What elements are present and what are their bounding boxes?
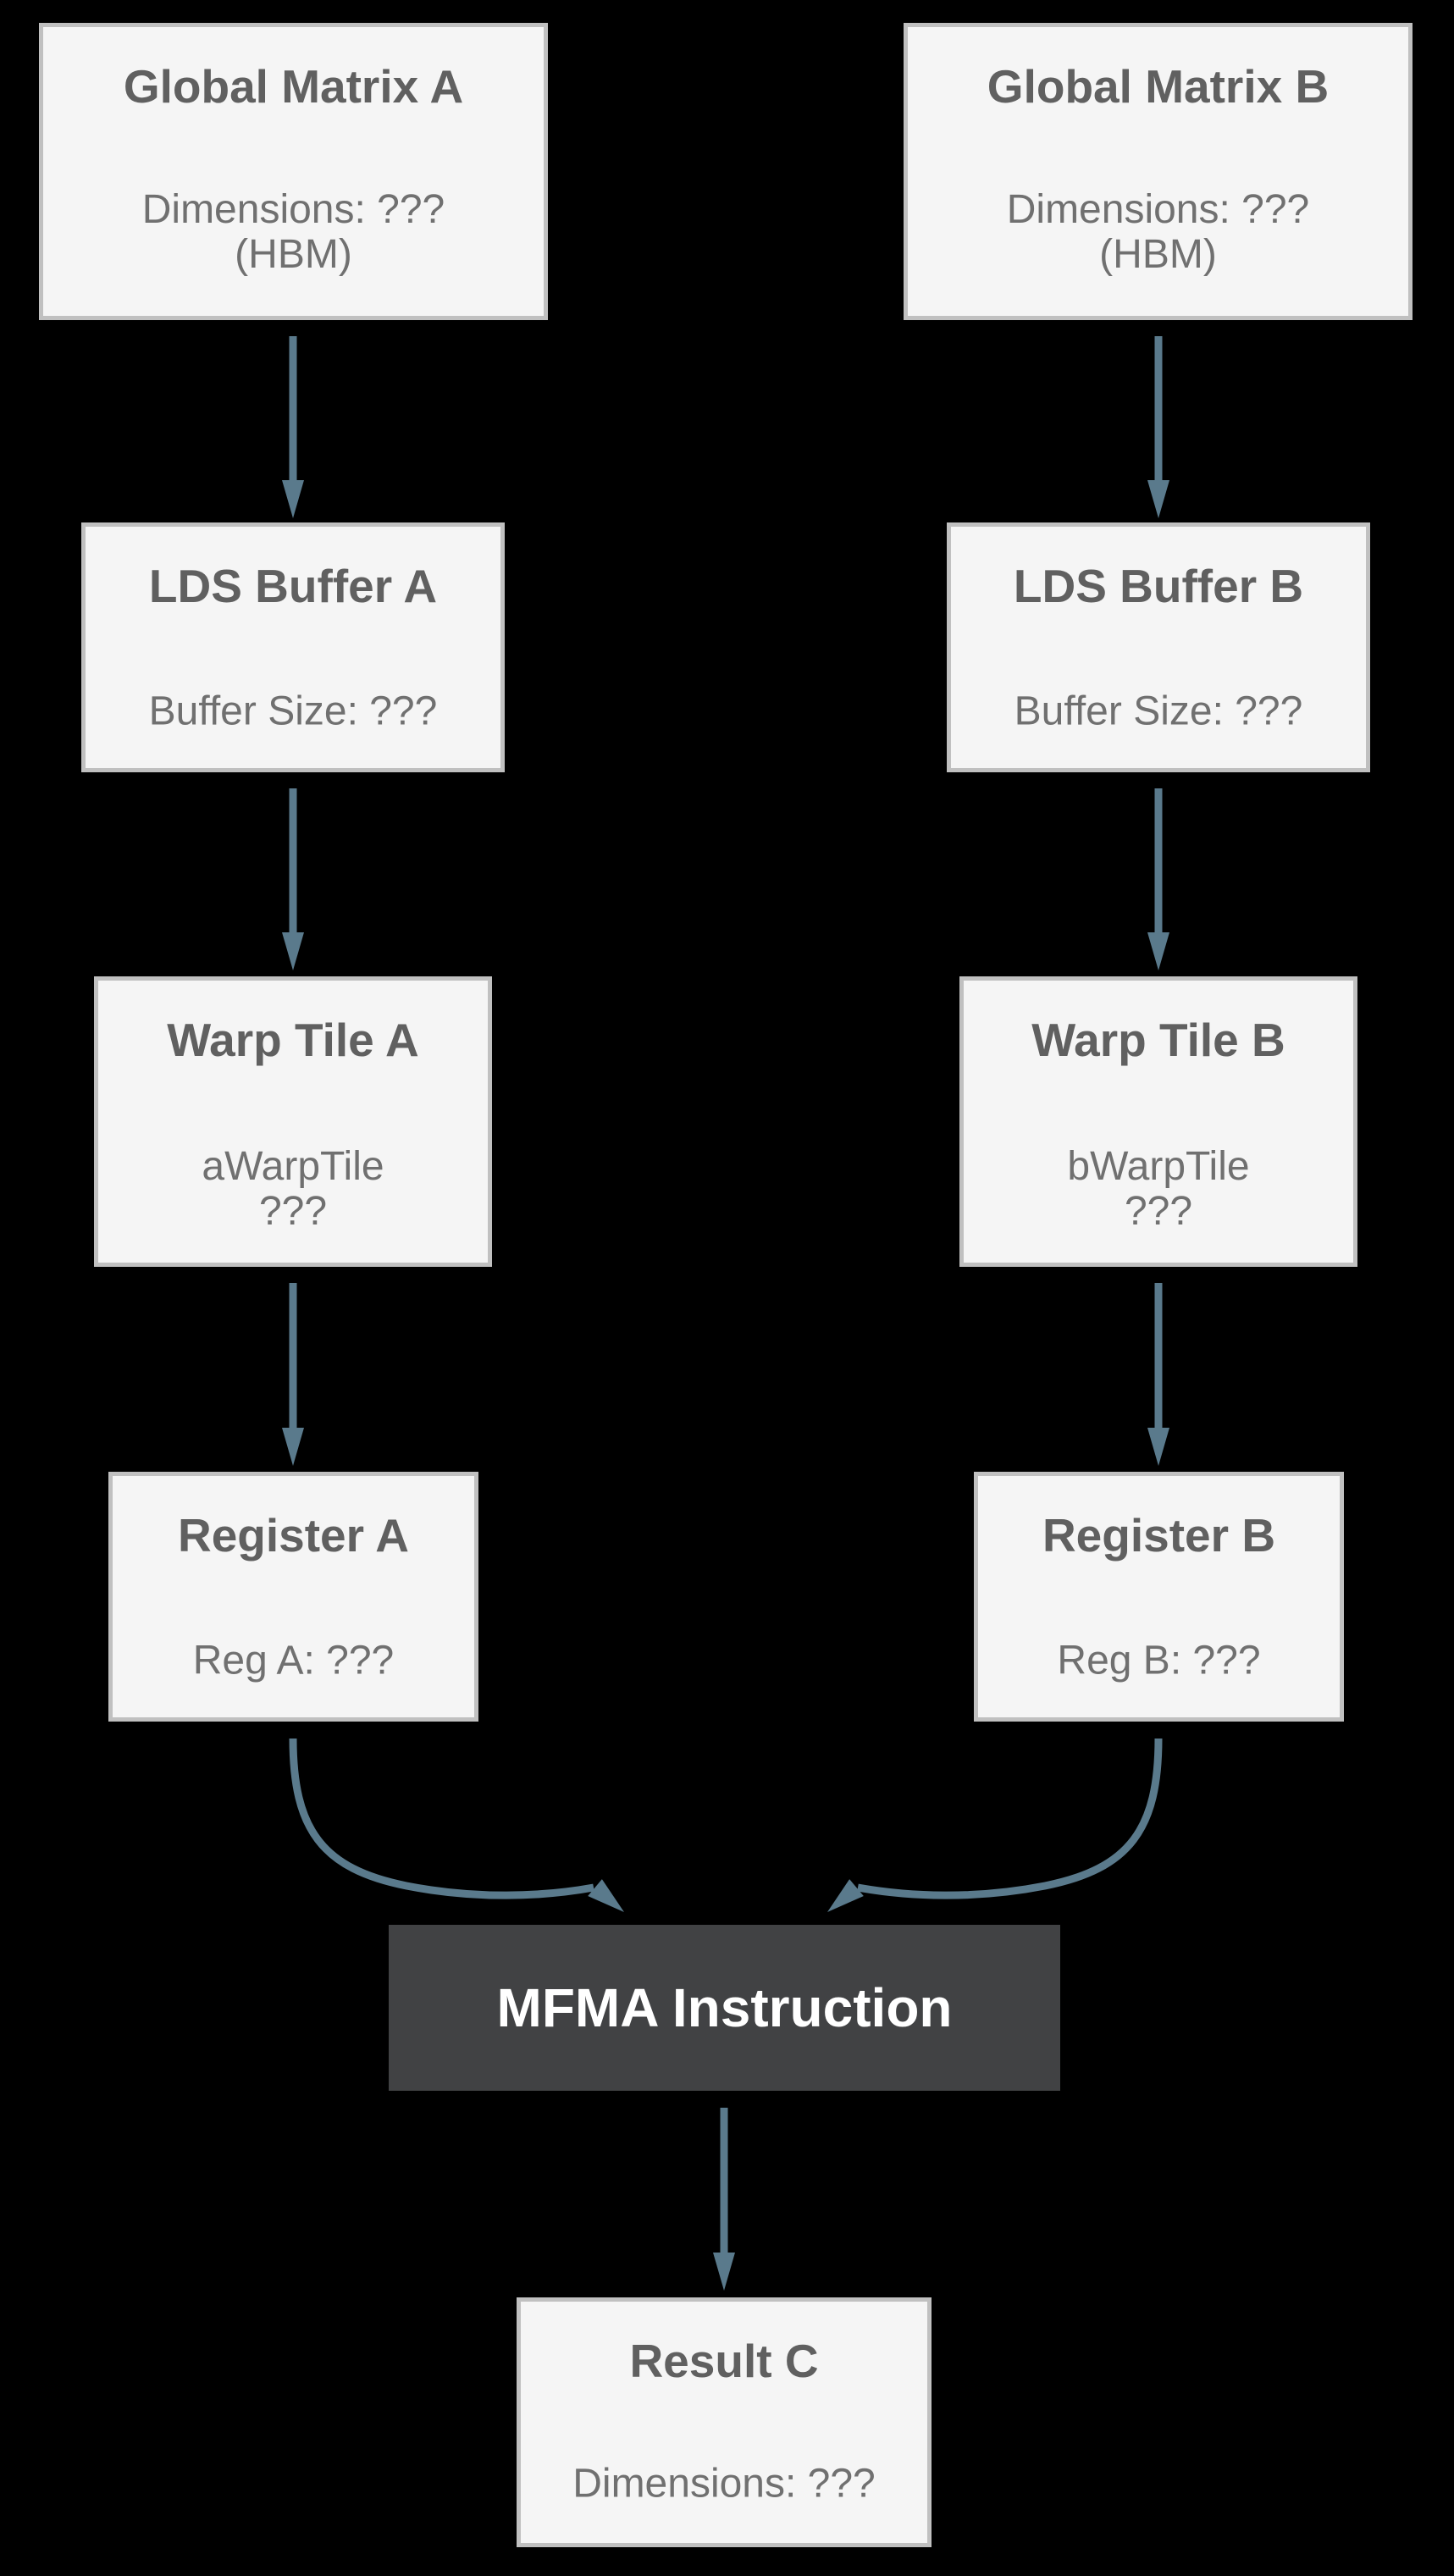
node-body: Buffer Size: ??? bbox=[951, 689, 1366, 734]
node-lds-buffer-b: LDS Buffer B Buffer Size: ??? bbox=[947, 522, 1370, 772]
arrowhead-icon bbox=[827, 1879, 864, 1912]
node-body: Dimensions: ??? (HBM) bbox=[908, 187, 1408, 277]
body-line: Buffer Size: ??? bbox=[148, 688, 438, 734]
arrowhead-icon bbox=[282, 480, 304, 518]
body-line: aWarpTile bbox=[202, 1144, 384, 1189]
arrow-global-matrix-a-to-lds-buffer-a bbox=[282, 336, 304, 518]
arrow-register-b-to-mfma bbox=[827, 1738, 1163, 1912]
arrowhead-icon bbox=[1147, 1428, 1169, 1466]
node-body: Reg A: ??? bbox=[113, 1639, 474, 1683]
node-global-matrix-b: Global Matrix B Dimensions: ??? (HBM) bbox=[904, 23, 1413, 320]
node-warp-tile-a: Warp Tile A aWarpTile ??? bbox=[94, 976, 492, 1267]
body-line: ??? bbox=[258, 1189, 328, 1234]
body-line: ??? bbox=[1124, 1189, 1193, 1234]
node-title: Register B bbox=[1042, 1509, 1276, 1562]
arrowhead-icon bbox=[1147, 480, 1169, 518]
node-register-a: Register A Reg A: ??? bbox=[108, 1472, 478, 1722]
node-title: Warp Tile B bbox=[1031, 1014, 1285, 1066]
node-title: Global Matrix B bbox=[987, 60, 1330, 113]
arrow-register-a-to-mfma bbox=[289, 1738, 624, 1912]
node-title: MFMA Instruction bbox=[496, 1977, 953, 2038]
node-body: Dimensions: ??? bbox=[521, 2462, 927, 2507]
node-title: LDS Buffer A bbox=[148, 560, 438, 612]
body-line: Dimensions: ??? bbox=[1006, 187, 1310, 232]
arrowhead-icon bbox=[282, 1428, 304, 1466]
node-global-matrix-a: Global Matrix A Dimensions: ??? (HBM) bbox=[39, 23, 548, 320]
node-title: Warp Tile A bbox=[167, 1014, 419, 1066]
node-body: Buffer Size: ??? bbox=[86, 689, 500, 734]
node-title: LDS Buffer B bbox=[1013, 560, 1304, 612]
arrow-mfma-to-result-c bbox=[713, 2108, 735, 2291]
arrow-warp-tile-a-to-register-a bbox=[282, 1283, 304, 1466]
body-line: bWarpTile bbox=[1067, 1144, 1250, 1189]
node-body: bWarpTile ??? bbox=[964, 1144, 1353, 1234]
node-lds-buffer-a: LDS Buffer A Buffer Size: ??? bbox=[81, 522, 505, 772]
node-title: Result C bbox=[629, 2335, 819, 2387]
body-line: (HBM) bbox=[1099, 232, 1217, 277]
node-result-c: Result C Dimensions: ??? bbox=[517, 2297, 932, 2547]
node-body: Dimensions: ??? (HBM) bbox=[43, 187, 544, 277]
arrow-warp-tile-b-to-register-b bbox=[1147, 1283, 1169, 1466]
body-line: Dimensions: ??? bbox=[572, 2461, 876, 2507]
body-line: Reg A: ??? bbox=[192, 1638, 395, 1683]
node-title: Global Matrix A bbox=[123, 60, 464, 113]
node-warp-tile-b: Warp Tile B bWarpTile ??? bbox=[959, 976, 1357, 1267]
body-line: Reg B: ??? bbox=[1057, 1638, 1261, 1683]
arrow-lds-buffer-b-to-warp-tile-b bbox=[1147, 788, 1169, 970]
node-body: Reg B: ??? bbox=[978, 1639, 1340, 1683]
body-line: (HBM) bbox=[235, 232, 352, 277]
body-line: Dimensions: ??? bbox=[141, 187, 445, 232]
arrow-global-matrix-b-to-lds-buffer-b bbox=[1147, 336, 1169, 518]
node-title: Register A bbox=[177, 1509, 410, 1562]
node-mfma-instruction: MFMA Instruction bbox=[389, 1925, 1060, 2091]
arrowhead-icon bbox=[588, 1879, 624, 1912]
arrow-lds-buffer-a-to-warp-tile-a bbox=[282, 788, 304, 970]
body-line: Buffer Size: ??? bbox=[1014, 688, 1303, 734]
arrowhead-icon bbox=[282, 932, 304, 970]
arrowhead-icon bbox=[1147, 932, 1169, 970]
node-body: aWarpTile ??? bbox=[98, 1144, 488, 1234]
arrowhead-icon bbox=[713, 2253, 735, 2291]
node-register-b: Register B Reg B: ??? bbox=[974, 1472, 1344, 1722]
